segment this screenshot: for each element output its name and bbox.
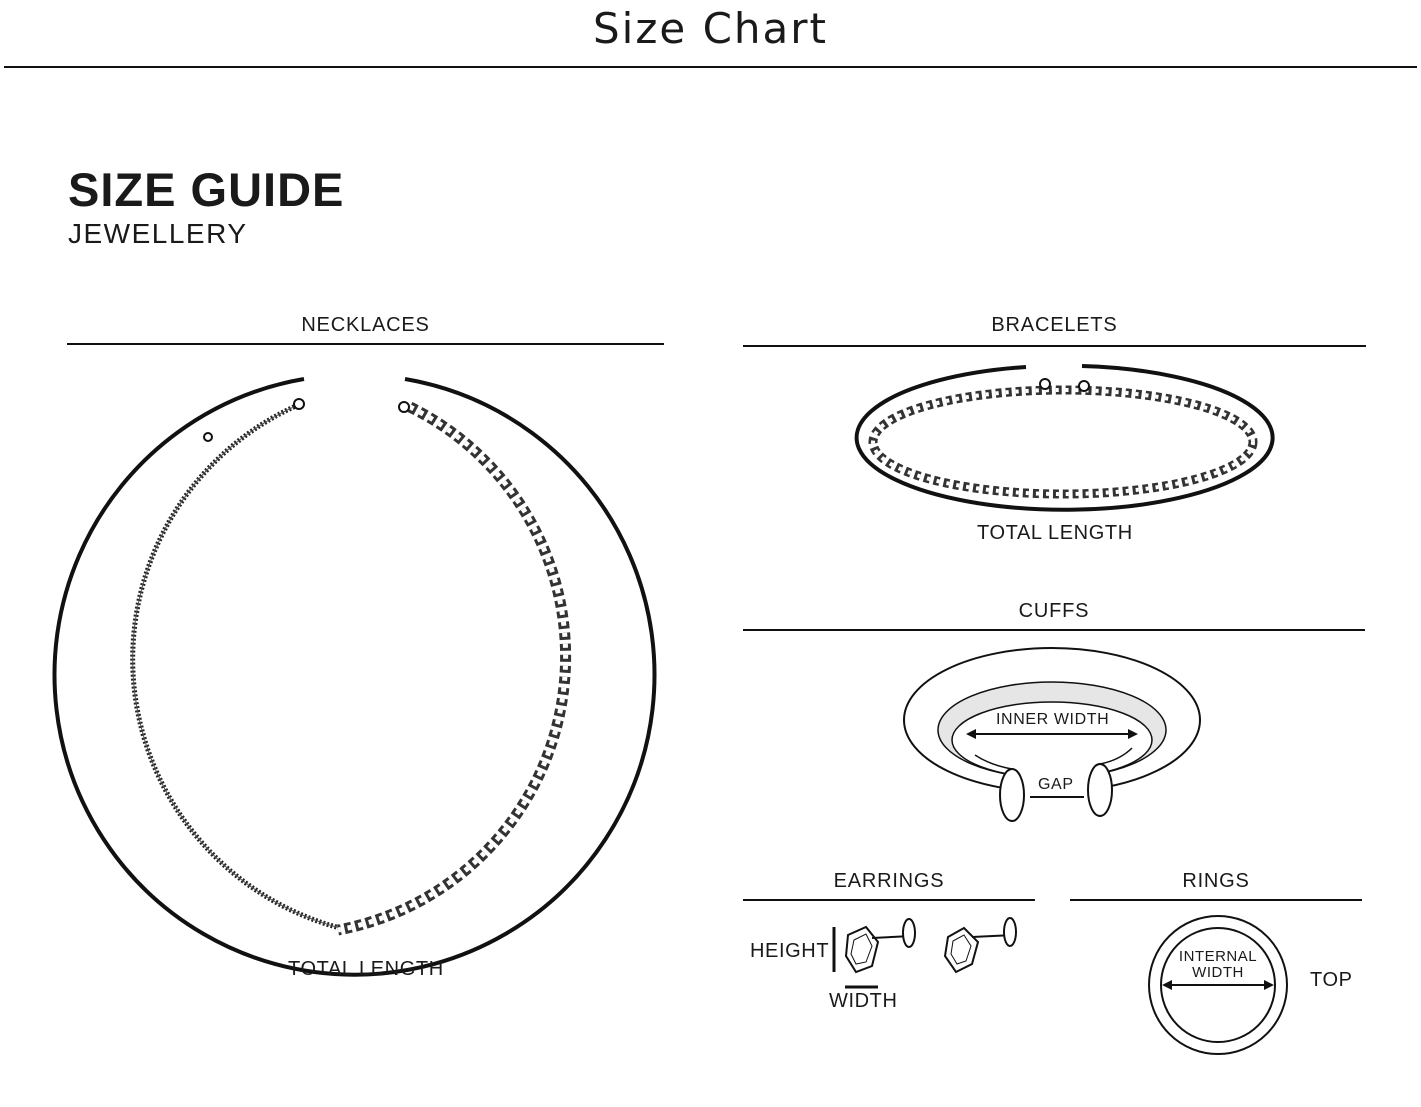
necklaces-heading: NECKLACES bbox=[301, 314, 430, 336]
rings-divider bbox=[1070, 899, 1362, 901]
earring-stud-icon bbox=[943, 917, 1017, 974]
necklace-clasp-ring-icon bbox=[293, 398, 305, 410]
size-guide-title: SIZE GUIDE bbox=[68, 163, 345, 216]
bracelet-length-arc bbox=[854, 364, 1275, 512]
ring-top-label: TOP bbox=[1310, 969, 1353, 991]
rings-heading: RINGS bbox=[1182, 870, 1250, 892]
cuff-gap-label: GAP bbox=[1038, 776, 1074, 793]
necklaces-divider bbox=[67, 343, 664, 345]
earrings-divider bbox=[743, 899, 1035, 901]
bracelets-heading: BRACELETS bbox=[991, 314, 1118, 336]
cuffs-heading: CUFFS bbox=[1018, 600, 1090, 622]
necklace-length-arc bbox=[52, 377, 657, 977]
earring-width-label: WIDTH bbox=[829, 990, 898, 1012]
necklace-curb-chain bbox=[336, 402, 572, 936]
bracelet-total-length-label: TOTAL LENGTH bbox=[977, 522, 1133, 544]
earring-stud-icon bbox=[844, 918, 916, 974]
double-arrow-icon bbox=[1162, 980, 1274, 990]
necklace-lobster-clasp-icon bbox=[398, 401, 410, 413]
bracelets-divider bbox=[743, 345, 1366, 347]
size-guide-subtitle: JEWELLERY bbox=[68, 218, 248, 249]
page-title: Size Chart bbox=[593, 4, 828, 53]
cuff-inner-width-label: INNER WIDTH bbox=[996, 711, 1110, 728]
earring-height-label: HEIGHT bbox=[750, 940, 830, 962]
double-arrow-icon bbox=[966, 729, 1138, 739]
ring-internal-label-line1: INTERNAL bbox=[1178, 948, 1258, 965]
header-divider bbox=[4, 66, 1417, 68]
page-header: Size Chart bbox=[0, 0, 1421, 68]
cuffs-divider bbox=[743, 629, 1365, 631]
ring-internal-label-line2: WIDTH bbox=[1192, 964, 1244, 981]
earrings-heading: EARRINGS bbox=[833, 870, 945, 892]
necklace-total-length-label: TOTAL LENGTH bbox=[288, 958, 444, 980]
